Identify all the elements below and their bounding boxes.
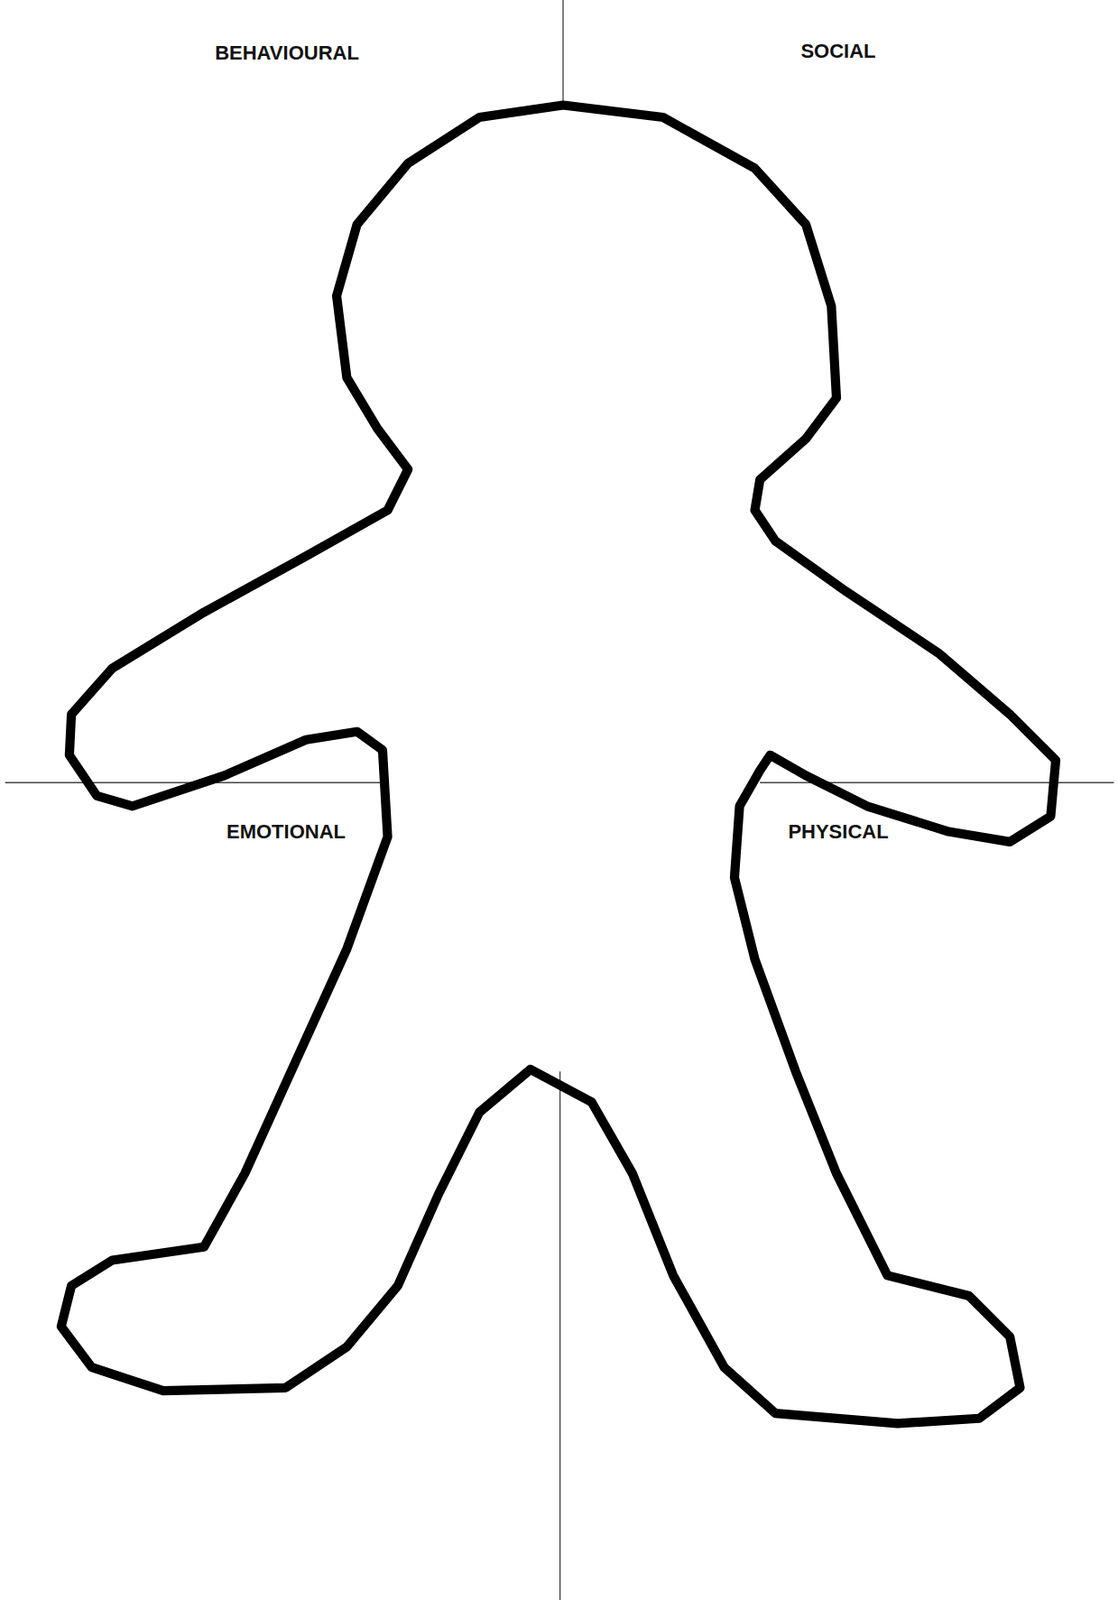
quadrant-label: SOCIAL bbox=[797, 39, 878, 64]
person-outline bbox=[61, 104, 1056, 1423]
quadrant-label: EMOTIONAL bbox=[223, 820, 349, 844]
quadrant-lines bbox=[5, 0, 1115, 1600]
quadrant-label: PHYSICAL bbox=[785, 820, 891, 844]
quadrant-label: BEHAVIOURAL bbox=[212, 41, 362, 65]
